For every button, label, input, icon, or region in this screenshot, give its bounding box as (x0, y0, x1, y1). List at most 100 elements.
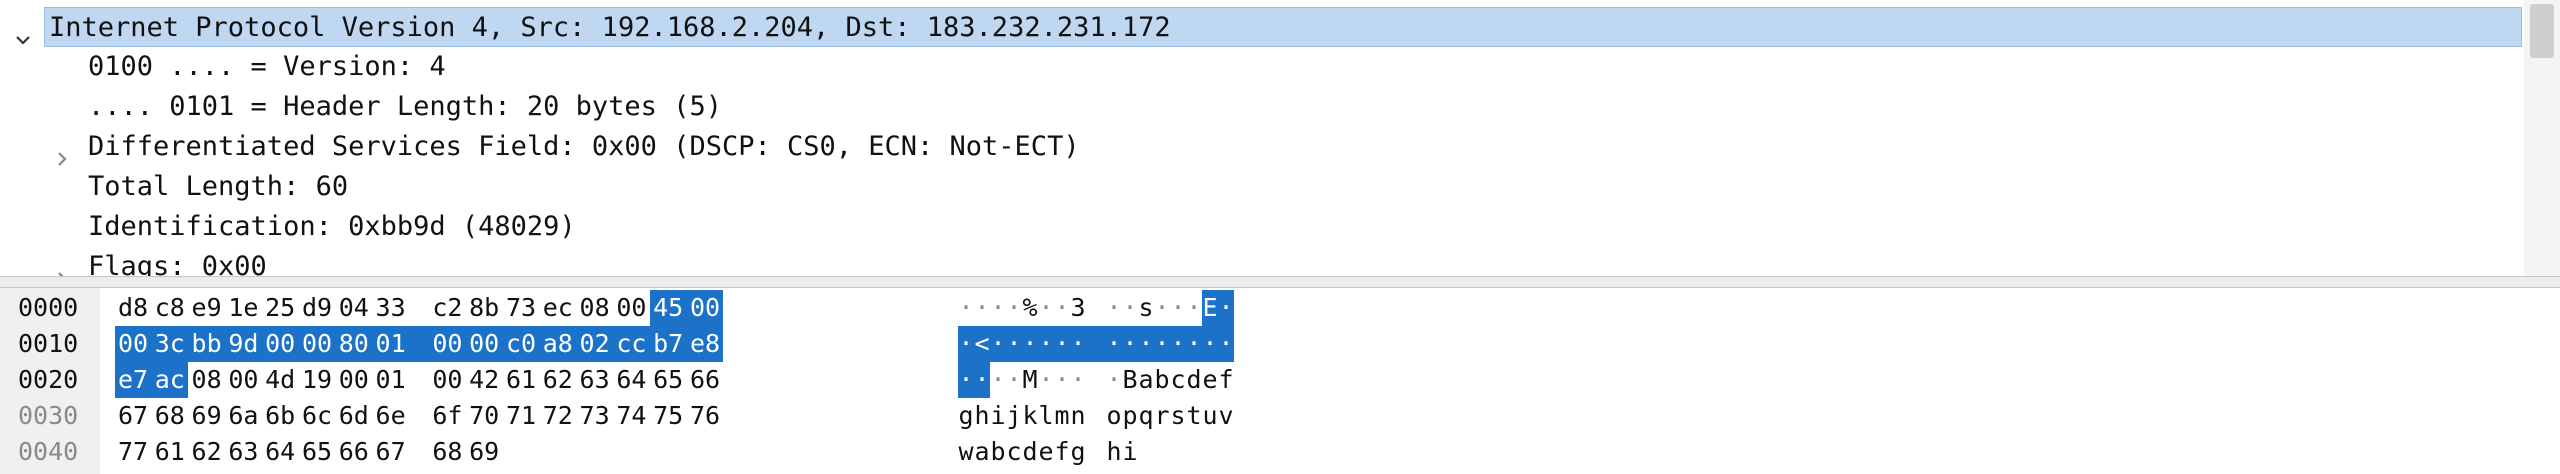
hex-byte[interactable]: 08 (579, 293, 610, 322)
hex-byte[interactable]: 00 (432, 329, 463, 358)
ascii-char[interactable]: e (1038, 437, 1054, 466)
hex-byte[interactable]: 42 (469, 365, 500, 394)
hex-byte[interactable]: 08 (191, 365, 222, 394)
ascii-char[interactable]: · (1218, 329, 1234, 358)
tree-row[interactable]: Total Length: 60 (0, 167, 2520, 207)
hex-byte[interactable]: 4d (265, 365, 296, 394)
hex-byte[interactable]: 62 (542, 365, 573, 394)
ascii-char[interactable]: · (974, 365, 990, 394)
ascii-char[interactable]: v (1218, 401, 1234, 430)
hex-byte[interactable]: 33 (375, 293, 406, 322)
ascii-char[interactable]: p (1122, 401, 1138, 430)
tree-row[interactable]: Flags: 0x00 (0, 247, 2520, 277)
ascii-char[interactable]: · (1038, 293, 1054, 322)
ascii-char[interactable]: · (1006, 365, 1022, 394)
ascii-char[interactable]: · (1070, 329, 1086, 358)
ascii-char[interactable]: m (1054, 401, 1070, 430)
hex-byte[interactable]: 1e (228, 293, 259, 322)
hex-byte[interactable]: d9 (301, 293, 333, 322)
hex-byte[interactable]: 25 (265, 293, 296, 322)
ascii-char[interactable]: · (1106, 329, 1122, 358)
ascii-char[interactable]: k (1022, 401, 1038, 430)
hex-byte[interactable]: 68 (432, 437, 463, 466)
pane-splitter[interactable] (0, 276, 2560, 288)
hex-byte[interactable]: 00 (228, 365, 259, 394)
packet-details-pane[interactable]: Internet Protocol Version 4, Src: 192.16… (0, 0, 2560, 277)
ascii-char[interactable]: · (1186, 329, 1202, 358)
ascii-char[interactable]: · (958, 293, 974, 322)
hex-byte[interactable]: 62 (191, 437, 222, 466)
hex-byte[interactable]: 00 (117, 329, 149, 358)
ascii-char[interactable]: · (1170, 293, 1186, 322)
hex-byte[interactable]: c2 (432, 293, 463, 322)
hex-byte[interactable]: 63 (228, 437, 259, 466)
ascii-char[interactable]: u (1202, 401, 1218, 430)
hex-byte[interactable]: 76 (689, 401, 721, 430)
tree-row[interactable]: .... 0101 = Header Length: 20 bytes (5) (0, 87, 2520, 127)
hex-byte[interactable]: 6f (432, 401, 463, 430)
ascii-char[interactable]: · (1154, 293, 1170, 322)
ascii-char[interactable]: c (1170, 365, 1186, 394)
ascii-char[interactable]: · (990, 365, 1006, 394)
ascii-char[interactable]: · (1054, 329, 1070, 358)
hex-byte[interactable]: bb (191, 329, 222, 358)
ascii-char[interactable]: h (1106, 437, 1122, 466)
ascii-char[interactable]: a (974, 437, 990, 466)
hex-byte[interactable]: 00 (301, 329, 333, 358)
hex-byte[interactable]: 04 (338, 293, 369, 322)
ascii-char[interactable]: · (1106, 365, 1122, 394)
ascii-char[interactable]: E (1202, 293, 1218, 322)
hex-byte[interactable]: 69 (469, 437, 500, 466)
hex-byte[interactable]: 45 (653, 293, 684, 322)
hex-byte[interactable]: 65 (653, 365, 684, 394)
hex-byte[interactable]: c8 (154, 293, 185, 322)
tree-row-selected[interactable]: Internet Protocol Version 4, Src: 192.16… (16, 7, 2522, 47)
hex-byte[interactable]: 00 (338, 365, 369, 394)
chevron-right-icon[interactable] (54, 259, 70, 277)
ascii-char[interactable]: i (990, 401, 1006, 430)
hex-byte[interactable]: cc (616, 329, 647, 358)
ascii-char[interactable]: M (1022, 365, 1038, 394)
ascii-char[interactable]: · (974, 293, 990, 322)
hex-byte[interactable]: 61 (505, 365, 537, 394)
hex-byte[interactable]: 67 (375, 437, 406, 466)
ascii-char[interactable]: · (1006, 329, 1022, 358)
ascii-char[interactable]: · (958, 365, 974, 394)
ascii-char[interactable]: a (1138, 365, 1154, 394)
hex-byte[interactable]: 6a (228, 401, 259, 430)
ascii-char[interactable]: · (1202, 329, 1218, 358)
chevron-right-icon[interactable] (54, 139, 70, 166)
hex-byte[interactable]: 65 (301, 437, 333, 466)
hex-byte[interactable]: 73 (579, 401, 610, 430)
hex-byte[interactable]: 6b (265, 401, 296, 430)
ascii-char[interactable]: · (1038, 329, 1054, 358)
hex-byte[interactable]: e7 (117, 365, 149, 394)
hex-byte[interactable]: 02 (579, 329, 610, 358)
ascii-char[interactable]: t (1186, 401, 1202, 430)
ascii-char[interactable]: · (990, 329, 1006, 358)
hex-byte[interactable]: 64 (265, 437, 296, 466)
hex-byte[interactable]: c0 (505, 329, 537, 358)
hex-byte[interactable]: d8 (117, 293, 149, 322)
details-vertical-scrollbar[interactable] (2524, 0, 2560, 277)
hex-byte[interactable]: 66 (689, 365, 721, 394)
ascii-char[interactable]: f (1054, 437, 1070, 466)
tree-row[interactable]: Identification: 0xbb9d (48029) (0, 207, 2520, 247)
ascii-char[interactable]: g (1070, 437, 1086, 466)
hex-byte[interactable]: 01 (375, 329, 406, 358)
ascii-char[interactable]: · (1054, 365, 1070, 394)
hex-byte[interactable]: 3c (154, 329, 185, 358)
hex-byte[interactable]: 80 (338, 329, 369, 358)
ascii-char[interactable]: · (1022, 329, 1038, 358)
hex-byte[interactable]: 00 (469, 329, 500, 358)
ascii-char[interactable]: q (1138, 401, 1154, 430)
ascii-char[interactable]: n (1070, 401, 1086, 430)
ascii-char[interactable]: · (1054, 293, 1070, 322)
ascii-char[interactable]: · (1170, 329, 1186, 358)
ascii-char[interactable]: · (958, 329, 974, 358)
